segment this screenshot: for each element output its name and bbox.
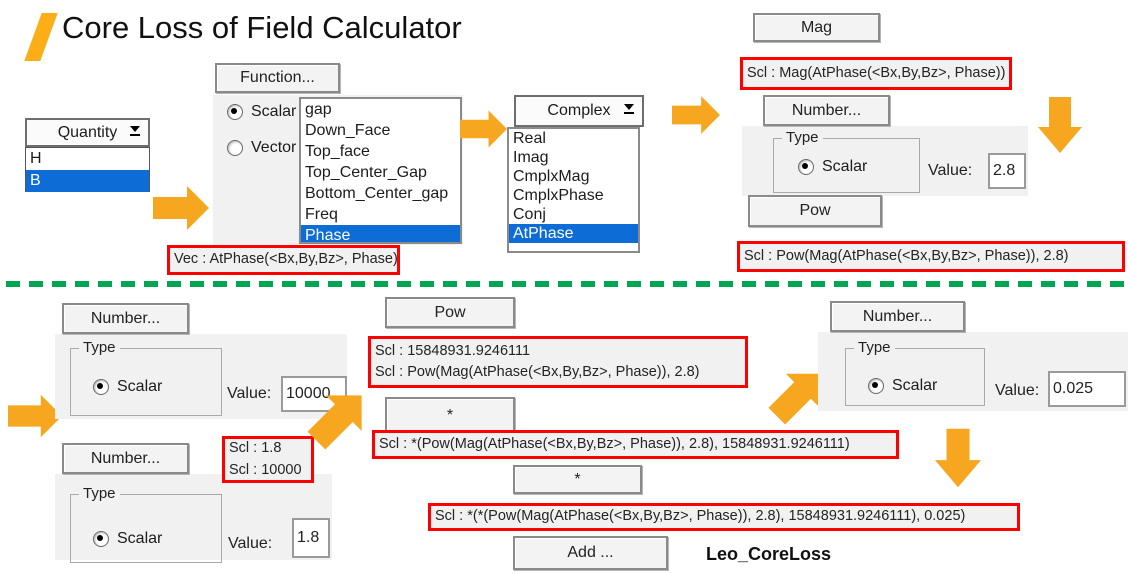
type-group-label: Type bbox=[79, 485, 120, 502]
stack-line-vec-atphase: Vec : AtPhase(<Bx,By,Bz>, Phase) bbox=[167, 245, 400, 275]
radio-unselected-icon bbox=[227, 140, 243, 156]
value-input-28[interactable] bbox=[988, 153, 1026, 189]
scalar-radio-label: Scalar bbox=[251, 103, 297, 120]
flow-arrow-right-icon bbox=[460, 110, 507, 148]
radio-selected-icon bbox=[868, 378, 884, 394]
multiply-button[interactable]: * bbox=[513, 465, 642, 494]
type-groupbox: Type bbox=[70, 339, 222, 416]
function-option[interactable]: Top_face bbox=[305, 143, 370, 160]
value-label: Value: bbox=[928, 162, 973, 179]
number-28-button[interactable]: Number... bbox=[763, 95, 890, 126]
complex-list: Real Imag CmplxMag CmplxPhase Conj AtPha… bbox=[507, 127, 640, 253]
slash-logo-icon bbox=[24, 13, 58, 61]
radio-selected-icon bbox=[93, 379, 109, 395]
complex-option-selected[interactable]: AtPhase bbox=[509, 224, 638, 243]
flow-arrow-right-icon bbox=[8, 393, 62, 439]
scalar-radio-label: Scalar bbox=[822, 158, 868, 175]
complex-option[interactable]: Real bbox=[513, 130, 546, 147]
stack-line-pow: Scl : Pow(Mag(AtPhase(<Bx,By,Bz>, Phase)… bbox=[737, 241, 1125, 272]
value-label: Value: bbox=[227, 385, 272, 402]
quantity-list: H B bbox=[25, 147, 150, 192]
quantity-dropdown-button[interactable]: Quantity bbox=[25, 118, 150, 147]
radio-selected-icon bbox=[227, 104, 243, 120]
complex-option[interactable]: CmplxPhase bbox=[513, 187, 604, 204]
page-title: Core Loss of Field Calculator bbox=[62, 10, 462, 45]
add-button[interactable]: Add ... bbox=[513, 536, 668, 570]
stack-line-mag: Scl : Mag(AtPhase(<Bx,By,Bz>, Phase)) bbox=[740, 57, 1012, 90]
type-group-label: Type bbox=[79, 339, 120, 356]
section-divider bbox=[6, 281, 1124, 287]
radio-selected-icon bbox=[798, 159, 814, 175]
value-input-0025[interactable] bbox=[1048, 371, 1126, 407]
radio-selected-icon bbox=[93, 531, 109, 547]
quantity-option[interactable]: H bbox=[30, 150, 42, 167]
number-0025-button[interactable]: Number... bbox=[830, 301, 965, 332]
value-input-18[interactable] bbox=[292, 518, 330, 558]
function-list: gap Down_Face Top_face Top_Center_Gap Bo… bbox=[299, 97, 462, 244]
stack-lines-18-10000: Scl : 1.8 Scl : 10000 bbox=[222, 436, 314, 483]
vector-radio-label: Vector bbox=[251, 139, 297, 156]
type-group-label: Type bbox=[854, 339, 895, 356]
function-button[interactable]: Function... bbox=[215, 63, 340, 93]
complex-dropdown-label: Complex bbox=[547, 102, 611, 119]
quantity-option-selected[interactable]: B bbox=[26, 170, 149, 192]
scalar-radio-label: Scalar bbox=[117, 530, 163, 547]
scalar-radio[interactable]: Scalar bbox=[868, 377, 937, 395]
flow-arrow-up-right-icon bbox=[759, 356, 837, 434]
flow-arrow-right-icon bbox=[672, 96, 720, 134]
flow-arrow-up-right-icon bbox=[298, 377, 380, 459]
quantity-dropdown-label: Quantity bbox=[57, 123, 118, 141]
dropdown-arrow-icon bbox=[623, 102, 635, 120]
number-18-button[interactable]: Number... bbox=[62, 443, 189, 474]
pow-button[interactable]: Pow bbox=[748, 195, 882, 227]
flow-arrow-right-icon bbox=[152, 186, 210, 230]
expression-name-label: Leo_CoreLoss bbox=[706, 544, 832, 564]
function-option-selected[interactable]: Phase bbox=[301, 225, 460, 242]
type-groupbox: Type bbox=[845, 339, 985, 406]
pow-button[interactable]: Pow bbox=[385, 297, 515, 328]
value-label: Value: bbox=[995, 382, 1040, 399]
type-groupbox: Type bbox=[773, 129, 920, 193]
type-group-label: Type bbox=[782, 129, 823, 146]
scalar-radio[interactable]: Scalar bbox=[798, 158, 867, 176]
complex-option[interactable]: Conj bbox=[513, 206, 546, 223]
multiply-button[interactable]: * bbox=[385, 397, 515, 434]
complex-option[interactable]: Imag bbox=[513, 149, 549, 166]
complex-option[interactable]: CmplxMag bbox=[513, 168, 590, 185]
function-option[interactable]: Bottom_Center_gap bbox=[305, 185, 449, 202]
function-option[interactable]: Top_Center_Gap bbox=[305, 164, 427, 181]
stack-line-multiply1: Scl : *(Pow(Mag(AtPhase(<Bx,By,Bz>, Phas… bbox=[372, 430, 899, 459]
flow-arrow-down-icon bbox=[1038, 97, 1082, 153]
number-10000-button[interactable]: Number... bbox=[62, 303, 189, 334]
scalar-radio[interactable]: Scalar bbox=[93, 378, 162, 396]
flow-arrow-down-icon bbox=[935, 428, 981, 488]
function-option[interactable]: gap bbox=[305, 101, 332, 118]
scalar-radio-label: Scalar bbox=[892, 377, 938, 394]
scalar-radio[interactable]: Scalar bbox=[227, 103, 296, 121]
scalar-radio-label: Scalar bbox=[117, 378, 163, 395]
type-groupbox: Type bbox=[70, 485, 222, 563]
stack-line-multiply2: Scl : *(*(Pow(Mag(AtPhase(<Bx,By,Bz>, Ph… bbox=[428, 503, 1020, 531]
complex-dropdown-button[interactable]: Complex bbox=[514, 95, 644, 127]
function-option[interactable]: Down_Face bbox=[305, 122, 391, 139]
vector-radio[interactable]: Vector bbox=[227, 139, 296, 157]
mag-button[interactable]: Mag bbox=[753, 13, 880, 42]
value-label: Value: bbox=[228, 535, 273, 552]
scalar-radio[interactable]: Scalar bbox=[93, 530, 162, 548]
stack-lines-pow-result: Scl : 15848931.9246111 Scl : Pow(Mag(AtP… bbox=[368, 336, 748, 388]
function-option[interactable]: Freq bbox=[305, 206, 338, 223]
dropdown-arrow-icon bbox=[129, 124, 141, 142]
